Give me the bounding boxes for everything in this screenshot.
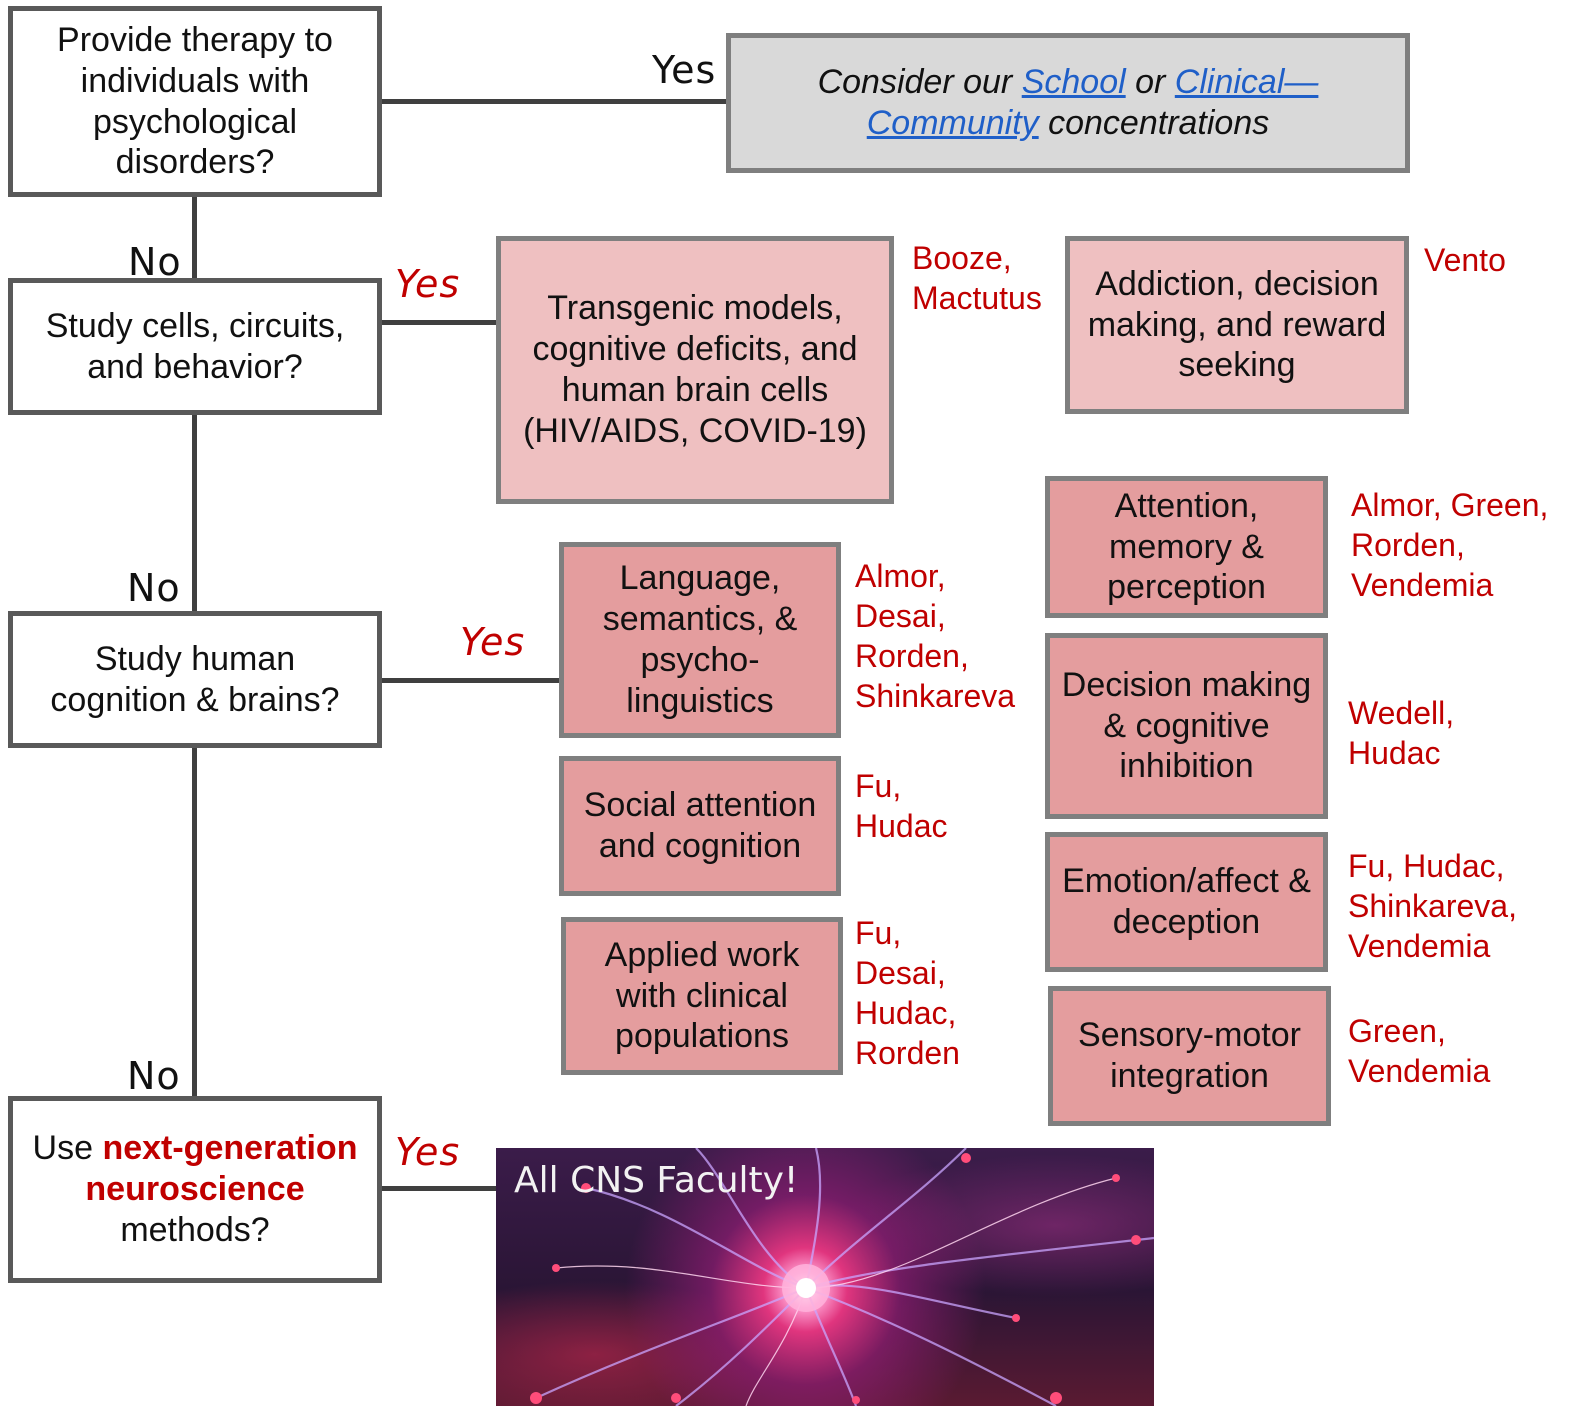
no-label-cells: No xyxy=(127,566,181,610)
topic-language: Language, semantics, & psycho-linguistic… xyxy=(559,542,841,738)
yes-label-therapy: Yes xyxy=(652,48,717,92)
faculty-decision-inhibition: Wedell, Hudac xyxy=(1348,695,1455,771)
topic-language-text: Language, semantics, & psycho-linguistic… xyxy=(602,559,798,720)
question-therapy-text: Provide therapy to individuals with psyc… xyxy=(57,20,333,182)
topic-decision-inhibition-text: Decision making & cognitive inhibition xyxy=(1061,665,1312,786)
topic-emotion-deception: Emotion/affect & deception xyxy=(1045,832,1328,972)
no-label-therapy: No xyxy=(128,240,182,284)
faculty-social-attention: Fu, Hudac xyxy=(855,768,948,844)
topic-emotion-deception-text: Emotion/affect & deception xyxy=(1062,862,1311,941)
connector-q4-yes xyxy=(380,1186,498,1191)
topic-attention-memory: Attention, memory & perception xyxy=(1045,476,1328,618)
faculty-applied-clinical: Fu, Desai, Hudac, Rorden xyxy=(855,915,960,1071)
connector-q3-yes xyxy=(375,678,560,683)
question-neuroscience-methods: Use next-generation neuroscience methods… xyxy=(8,1096,382,1283)
topic-transgenic-models: Transgenic models, cognitive deficits, a… xyxy=(496,236,894,504)
concentrations-box: Consider our School or Clinical—Communit… xyxy=(726,33,1410,173)
faculty-sensory-motor: Green, Vendemia xyxy=(1348,1013,1491,1089)
plasma-neuron-image: All CNS Faculty! xyxy=(496,1148,1154,1406)
yes-label-cognition: Yes xyxy=(460,620,526,664)
connector-q1-q2 xyxy=(192,195,197,280)
faculty-transgenic-models: Booze, Mactutus xyxy=(912,240,1042,316)
topic-social-attention-text: Social attention and cognition xyxy=(583,786,817,865)
topic-decision-inhibition: Decision making & cognitive inhibition xyxy=(1045,633,1328,819)
topic-sensory-motor: Sensory-motor integration xyxy=(1048,986,1331,1126)
faculty-language: Almor, Desai, Rorden, Shinkareva xyxy=(855,558,1016,714)
school-link[interactable]: School xyxy=(1021,63,1126,102)
connector-q3-q4 xyxy=(192,746,197,1098)
topic-addiction: Addiction, decision making, and reward s… xyxy=(1065,236,1409,414)
question-human-cognition: Study human cognition & brains? xyxy=(8,611,382,748)
topic-addiction-text: Addiction, decision making, and reward s… xyxy=(1087,264,1387,385)
faculty-emotion-deception: Fu, Hudac, Shinkareva, Vendemia xyxy=(1348,848,1517,964)
topic-attention-memory-text: Attention, memory & perception xyxy=(1107,486,1266,607)
question-therapy: Provide therapy to individuals with psyc… xyxy=(8,6,382,197)
topic-applied-clinical-text: Applied work with clinical populations xyxy=(604,935,800,1056)
concentrations-text: Consider our School or Clinical—Communit… xyxy=(817,63,1319,142)
question-cells-circuits: Study cells, circuits, and behavior? xyxy=(8,278,382,415)
topic-sensory-motor-text: Sensory-motor integration xyxy=(1078,1016,1301,1095)
image-caption: All CNS Faculty! xyxy=(514,1160,799,1201)
yes-label-methods: Yes xyxy=(395,1130,461,1174)
clinical-community-link[interactable]: Clinical—Community xyxy=(866,63,1319,142)
topic-transgenic-models-text: Transgenic models, cognitive deficits, a… xyxy=(523,289,867,450)
plasma-filaments-graphic xyxy=(530,1148,1154,1406)
topic-social-attention: Social attention and cognition xyxy=(559,756,841,896)
connector-q2-yes xyxy=(380,320,498,325)
question-human-cognition-text: Study human cognition & brains? xyxy=(50,639,340,719)
question-neuroscience-methods-text: Use next-generation neuroscience methods… xyxy=(32,1129,358,1249)
question-cells-circuits-text: Study cells, circuits, and behavior? xyxy=(45,306,345,386)
connector-q2-q3 xyxy=(192,413,197,613)
connector-q1-yes xyxy=(380,99,730,104)
no-label-cognition: No xyxy=(127,1054,181,1098)
faculty-addiction: Vento xyxy=(1424,242,1506,278)
topic-applied-clinical: Applied work with clinical populations xyxy=(561,917,843,1075)
yes-label-cells: Yes xyxy=(395,262,461,306)
faculty-attention-memory: Almor, Green, Rorden, Vendemia xyxy=(1351,487,1549,603)
next-generation-neuroscience-emphasis: next-generation neuroscience xyxy=(85,1129,358,1209)
